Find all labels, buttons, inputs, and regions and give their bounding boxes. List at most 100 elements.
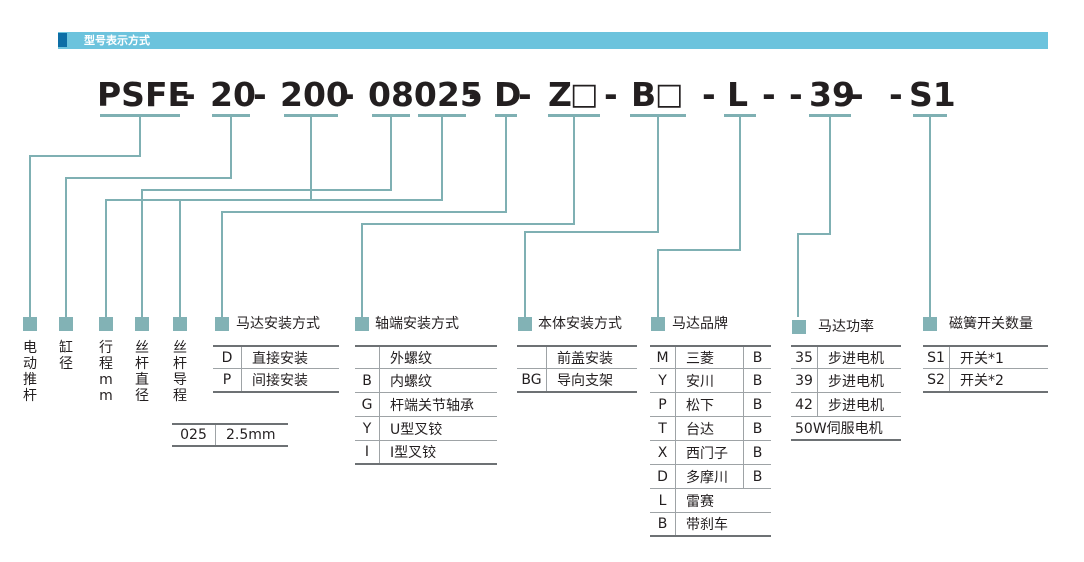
row-code: D [213,347,242,368]
table-row: 39 步进电机 [791,369,901,393]
label-stroke: 行程mm [99,340,113,404]
connector-brand [524,116,659,317]
section-marker [651,317,665,331]
label-screw-lead: 丝杆导程 [173,340,187,404]
code-underline [212,114,250,117]
table-row: D 多摩川 B [650,465,771,489]
connector-body-mount [657,116,741,317]
table-row: Y U型叉铰 [355,417,497,441]
code-part-psfe: PSFE [97,75,191,114]
table-row: X 西门子 B [650,441,771,465]
header-marker [58,33,67,47]
connector-bore [65,116,232,317]
label-marker [135,317,149,331]
row-brake: B [743,369,771,392]
connector-motor-mount [221,116,507,317]
row-code: P [650,393,676,416]
table-row: S2 开关*2 [923,369,1048,393]
code-dash: - [468,75,482,114]
label-marker [99,317,113,331]
row-text: 间接安装 [252,373,308,389]
row-code: P [213,369,242,391]
row-brake: B [743,441,771,464]
row-text: 内螺纹 [390,373,432,390]
code-part-shaft-end: Z [548,75,572,114]
table-row: 35 步进电机 [791,345,901,369]
label-marker [23,317,37,331]
table-row: B 带刹车 [650,513,771,537]
row-text: 步进电机 [828,350,884,367]
row-code: I [355,441,380,463]
table-row: G 杆端关节轴承 [355,393,497,417]
code-dash: - [702,75,716,114]
connector-shaft-end [361,116,575,317]
code-dash: - [341,75,355,114]
row-code: B [650,513,676,535]
code-part-brand: B [631,75,657,114]
code-dash: - [518,75,532,114]
motor-power-title: 马达功率 [818,319,874,335]
row-text: 外螺纹 [390,350,432,367]
row-text: 雷赛 [686,493,714,510]
header-banner [58,32,1048,49]
row-code [355,347,380,368]
code-underline [809,114,851,117]
motor-power-table: 35 步进电机 39 步进电机 42 步进电机 50W伺服电机 [791,345,901,441]
row-code: 39 [791,369,818,392]
connector-power [797,116,831,317]
row-text: 步进电机 [828,397,884,414]
table-row: S1 开关*1 [923,345,1048,369]
code-underline [284,114,338,117]
row-text: 步进电机 [828,373,884,390]
row-text: 杆端关节轴承 [390,397,474,414]
code-underline [724,114,756,117]
label-screw-dia: 丝杆直径 [135,340,149,404]
code-dash: - [850,75,864,114]
table-row: Y 安川 B [650,369,771,393]
row-code: 025 [172,425,216,445]
section-marker [792,320,806,334]
section-marker [923,317,937,331]
code-part-power: 39 [809,75,855,114]
row-code: G [355,393,380,416]
row-code: Y [650,369,676,392]
code-part-motor-mount: D [494,75,522,114]
section-marker [215,317,229,331]
row-code: L [650,489,676,512]
code-underline [495,114,517,117]
row-brake: B [743,347,771,368]
connector-screw-lead [179,116,443,317]
body-mount-table: 前盖安装 BG 导向支架 [517,345,637,393]
code-dash: - [182,75,196,114]
table-row: L 雷赛 [650,489,771,513]
table-row: M 三菱 B [650,345,771,369]
code-underline [418,114,466,117]
motor-mount-table: D 直接安装 P 间接安装 [213,345,339,393]
code-part-body-mount: L [727,75,749,114]
code-part-switch: S1 [909,75,956,114]
row-text: 松下 [686,397,714,414]
row-text: I型叉铰 [390,445,437,461]
row-code: T [650,417,676,440]
table-row: 外螺纹 [355,345,497,369]
reed-switch-table: S1 开关*1 S2 开关*2 [923,345,1048,393]
code-part-stroke: 200 [280,75,349,114]
motor-mount-title: 马达安装方式 [236,316,320,332]
motor-brand-table: M 三菱 B Y 安川 B P 松下 B T 台达 B X 西门子 B D 多摩… [650,345,771,537]
row-code: D [650,465,676,488]
code-underline [372,114,410,117]
code-dash: - [604,75,618,114]
row-text: 西门子 [686,445,728,462]
code-dash: - [789,75,803,114]
table-row: P 松下 B [650,393,771,417]
row-code: X [650,441,676,464]
section-marker [355,317,369,331]
row-text: 50W伺服电机 [795,421,883,437]
table-row: I I型叉铰 [355,441,497,465]
row-code: S1 [923,347,950,368]
row-text: 多摩川 [686,469,728,486]
row-code: B [355,369,380,392]
connector-screw-dia [141,116,392,317]
row-code: S2 [923,369,950,391]
code-underline [548,114,600,117]
